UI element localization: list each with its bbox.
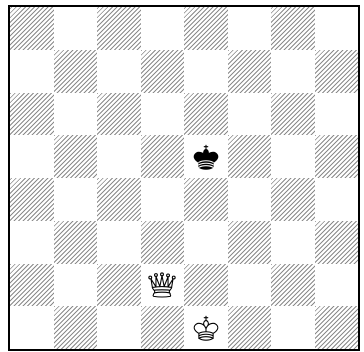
square-d7[interactable] xyxy=(141,50,185,93)
square-b8[interactable] xyxy=(54,7,98,50)
square-a6[interactable] xyxy=(10,93,54,136)
square-e1[interactable] xyxy=(184,306,228,349)
square-h7[interactable] xyxy=(315,50,359,93)
square-h5[interactable] xyxy=(315,135,359,178)
square-f4[interactable] xyxy=(228,178,272,221)
square-h8[interactable] xyxy=(315,7,359,50)
square-a8[interactable] xyxy=(10,7,54,50)
square-f2[interactable] xyxy=(228,264,272,307)
square-e6[interactable] xyxy=(184,93,228,136)
square-a4[interactable] xyxy=(10,178,54,221)
square-d3[interactable] xyxy=(141,221,185,264)
square-b3[interactable] xyxy=(54,221,98,264)
square-h4[interactable] xyxy=(315,178,359,221)
square-d2[interactable] xyxy=(141,264,185,307)
square-e3[interactable] xyxy=(184,221,228,264)
square-d5[interactable] xyxy=(141,135,185,178)
square-c1[interactable] xyxy=(97,306,141,349)
square-e8[interactable] xyxy=(184,7,228,50)
square-g1[interactable] xyxy=(271,306,315,349)
square-e5[interactable] xyxy=(184,135,228,178)
square-g5[interactable] xyxy=(271,135,315,178)
square-b1[interactable] xyxy=(54,306,98,349)
square-c8[interactable] xyxy=(97,7,141,50)
square-h2[interactable] xyxy=(315,264,359,307)
square-e7[interactable] xyxy=(184,50,228,93)
square-c4[interactable] xyxy=(97,178,141,221)
square-c2[interactable] xyxy=(97,264,141,307)
square-b6[interactable] xyxy=(54,93,98,136)
square-d4[interactable] xyxy=(141,178,185,221)
square-b5[interactable] xyxy=(54,135,98,178)
square-c5[interactable] xyxy=(97,135,141,178)
square-f1[interactable] xyxy=(228,306,272,349)
square-f3[interactable] xyxy=(228,221,272,264)
square-d8[interactable] xyxy=(141,7,185,50)
square-d6[interactable] xyxy=(141,93,185,136)
square-f8[interactable] xyxy=(228,7,272,50)
square-h6[interactable] xyxy=(315,93,359,136)
square-g3[interactable] xyxy=(271,221,315,264)
square-c3[interactable] xyxy=(97,221,141,264)
square-g2[interactable] xyxy=(271,264,315,307)
square-e2[interactable] xyxy=(184,264,228,307)
square-e4[interactable] xyxy=(184,178,228,221)
square-a5[interactable] xyxy=(10,135,54,178)
square-g7[interactable] xyxy=(271,50,315,93)
square-d1[interactable] xyxy=(141,306,185,349)
square-b4[interactable] xyxy=(54,178,98,221)
square-b7[interactable] xyxy=(54,50,98,93)
square-h3[interactable] xyxy=(315,221,359,264)
square-c6[interactable] xyxy=(97,93,141,136)
square-a7[interactable] xyxy=(10,50,54,93)
square-g6[interactable] xyxy=(271,93,315,136)
square-a3[interactable] xyxy=(10,221,54,264)
square-g4[interactable] xyxy=(271,178,315,221)
square-a2[interactable] xyxy=(10,264,54,307)
chess-board[interactable] xyxy=(8,5,360,351)
square-b2[interactable] xyxy=(54,264,98,307)
square-h1[interactable] xyxy=(315,306,359,349)
square-a1[interactable] xyxy=(10,306,54,349)
square-f5[interactable] xyxy=(228,135,272,178)
square-f7[interactable] xyxy=(228,50,272,93)
square-f6[interactable] xyxy=(228,93,272,136)
square-g8[interactable] xyxy=(271,7,315,50)
square-c7[interactable] xyxy=(97,50,141,93)
